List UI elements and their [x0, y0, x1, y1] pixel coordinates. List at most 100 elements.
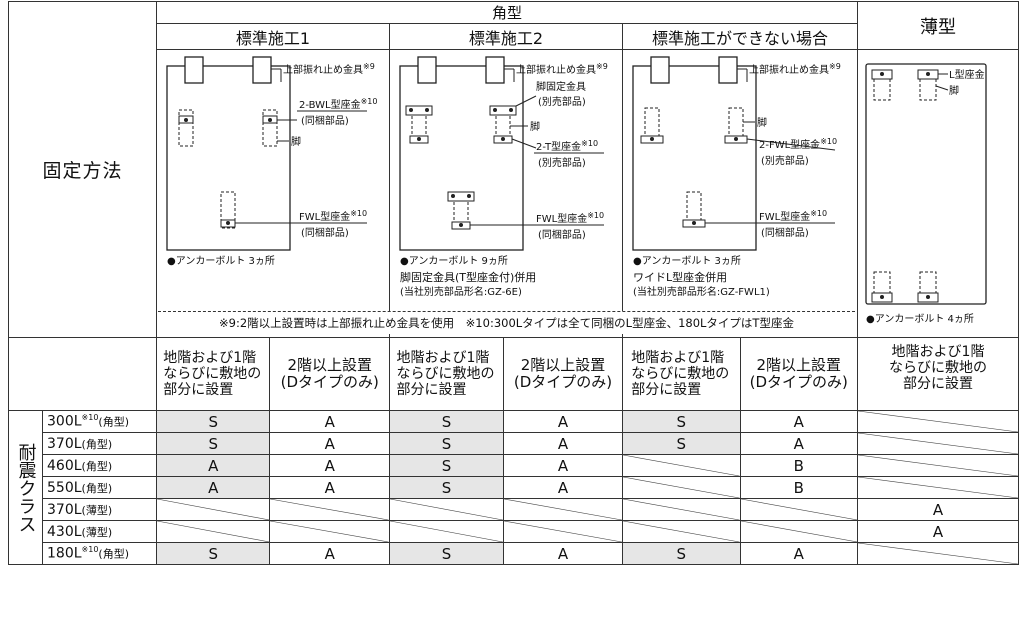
not-applicable-cell	[622, 498, 741, 521]
row-model-label: 180L※10(角型)	[42, 542, 157, 565]
cond-ground-2: 地階および1階ならびに敷地の部分に設置	[389, 337, 504, 411]
cond-ground-1-text: 地階および1階ならびに敷地の部分に設置	[163, 350, 262, 398]
fix-method-text: 固定方法	[42, 160, 123, 182]
cond-upper-3-l1: 2階以上設置	[756, 356, 842, 374]
grade-cell: B	[739, 454, 858, 477]
diagonal-strike-icon	[623, 477, 740, 498]
grade-cell: A	[502, 476, 624, 499]
std1-header: 標準施工1	[156, 23, 390, 50]
grade-cell: S	[622, 410, 741, 433]
usu-header: 薄型	[857, 1, 1019, 50]
row-model-label: 300L※10(角型)	[42, 410, 157, 433]
f4-leg-label: 脚	[949, 84, 959, 97]
cond-upper-1-l2: (Dタイプのみ)	[280, 373, 379, 391]
f1-fwl-label: FWL型座金※10	[299, 209, 367, 223]
f1-anchor-count: ●アンカーボルト 3ヵ所	[167, 255, 275, 267]
kaku-header: 角型	[156, 1, 858, 24]
diagonal-strike-icon	[741, 521, 858, 542]
diagonal-strike-icon	[157, 521, 269, 542]
seismic-table: 固定方法 角型 薄型 標準施工1 標準施工2 標準施工ができない場合 上部振れ止…	[8, 1, 1019, 565]
f1-bwl-sub: (同梱部品)	[301, 114, 349, 127]
f2-part-no: (当社別売部品形名:GZ-6E)	[400, 285, 522, 298]
grade-cell: A	[739, 432, 858, 455]
f2-fwl-sub: (同梱部品)	[538, 228, 586, 241]
cond-ground-1: 地階および1階ならびに敷地の部分に設置	[155, 337, 271, 411]
cond-ground-4-l3: 部分に設置	[903, 376, 973, 392]
diagonal-strike-icon	[270, 521, 389, 542]
cond-ground-3: 地階および1階ならびに敷地の部分に設置	[622, 337, 741, 411]
grade-cell: A	[155, 476, 271, 499]
grade-cell: S	[155, 542, 271, 565]
grade-cell: S	[389, 410, 504, 433]
diagram-std2: 上部振れ止め金具※9 脚固定金具 (別売部品) 脚 2-T型座金※10 (別売部…	[399, 56, 608, 298]
row-capacity: 180L	[47, 545, 82, 562]
grade-cell: S	[389, 432, 504, 455]
diagonal-strike-icon	[504, 499, 622, 520]
table-row: 430L(薄型)A	[9, 520, 1019, 543]
f4-anchor-count: ●アンカーボルト 4ヵ所	[866, 313, 974, 325]
diagonal-strike-icon	[623, 499, 740, 520]
row-type: (角型)	[81, 459, 113, 473]
f3-fwl-sub: (同梱部品)	[761, 226, 809, 239]
grade-cell: A	[269, 432, 390, 455]
not-applicable-cell	[502, 520, 624, 543]
row-type: (角型)	[81, 437, 113, 451]
f3-leg-label: 脚	[757, 116, 767, 129]
row-capacity: 430L	[47, 523, 82, 540]
f3-part-no: (当社別売部品形名:GZ-FWL1)	[633, 285, 770, 298]
cond-upper-2-l2: (Dタイプのみ)	[513, 373, 613, 391]
grade-cell: S	[155, 410, 271, 433]
not-applicable-cell	[857, 476, 1019, 499]
f4-l-label: L型座金	[949, 68, 985, 81]
row-capacity: 370L	[47, 435, 82, 452]
not-applicable-cell	[622, 520, 741, 543]
cond-spacer	[8, 337, 157, 411]
diagonal-strike-icon	[858, 433, 1018, 454]
cond-ground-2-text: 地階および1階ならびに敷地の部分に設置	[396, 350, 495, 398]
row-type: (薄型)	[81, 525, 113, 539]
f1-bwl-label: 2-BWL型座金※10	[299, 97, 377, 111]
seismic-class-label: 耐震クラス	[8, 410, 43, 565]
f2-anchor-count: ●アンカーボルト 9ヵ所	[400, 255, 508, 267]
f3-fwl2-sub: (別売部品)	[761, 154, 809, 167]
f2-legfix-sub: (別売部品)	[538, 95, 586, 108]
diagonal-strike-icon	[741, 499, 858, 520]
row-type: (角型)	[98, 547, 130, 561]
cond-upper-3-l2: (Dタイプのみ)	[749, 373, 848, 391]
not-applicable-cell	[502, 498, 624, 521]
not-applicable-cell	[389, 498, 504, 521]
diagonal-strike-icon	[390, 521, 503, 542]
row-capacity: 550L	[47, 479, 82, 496]
diagonal-strike-icon	[858, 455, 1018, 476]
grade-cell: A	[739, 542, 858, 565]
f2-t-sub: (別売部品)	[538, 156, 586, 169]
not-applicable-cell	[269, 520, 390, 543]
f3-anchor-count: ●アンカーボルト 3ヵ所	[633, 255, 741, 267]
grade-cell: A	[155, 454, 271, 477]
fix-method-label: 固定方法	[8, 1, 157, 338]
grade-cell: A	[502, 454, 624, 477]
not-applicable-cell	[857, 432, 1019, 455]
grade-cell: A	[502, 542, 624, 565]
nonstd-header: 標準施工ができない場合	[622, 23, 858, 50]
cond-upper-2-l1: 2階以上設置	[520, 356, 606, 374]
row-type: (角型)	[81, 481, 113, 495]
not-applicable-cell	[857, 542, 1019, 565]
grade-cell: A	[857, 498, 1019, 521]
f2-leg-label: 脚	[530, 120, 540, 133]
grade-cell: S	[155, 432, 271, 455]
diagonal-strike-icon	[858, 543, 1018, 564]
row-model-label: 430L(薄型)	[42, 520, 157, 543]
f3-fwl-label: FWL型座金※10	[759, 209, 827, 223]
cond-upper-2: 2階以上設置(Dタイプのみ)	[502, 337, 624, 411]
grade-cell: A	[269, 410, 390, 433]
cond-upper-1-l1: 2階以上設置	[287, 356, 373, 374]
row-model-label: 370L(薄型)	[42, 498, 157, 521]
diagonal-strike-icon	[270, 499, 389, 520]
footnote-bar: ※9:2階以上設置時は上部振れ止め金具を使用 ※10:300Lタイプは全て同梱の…	[158, 311, 855, 334]
grade-cell: A	[269, 476, 390, 499]
